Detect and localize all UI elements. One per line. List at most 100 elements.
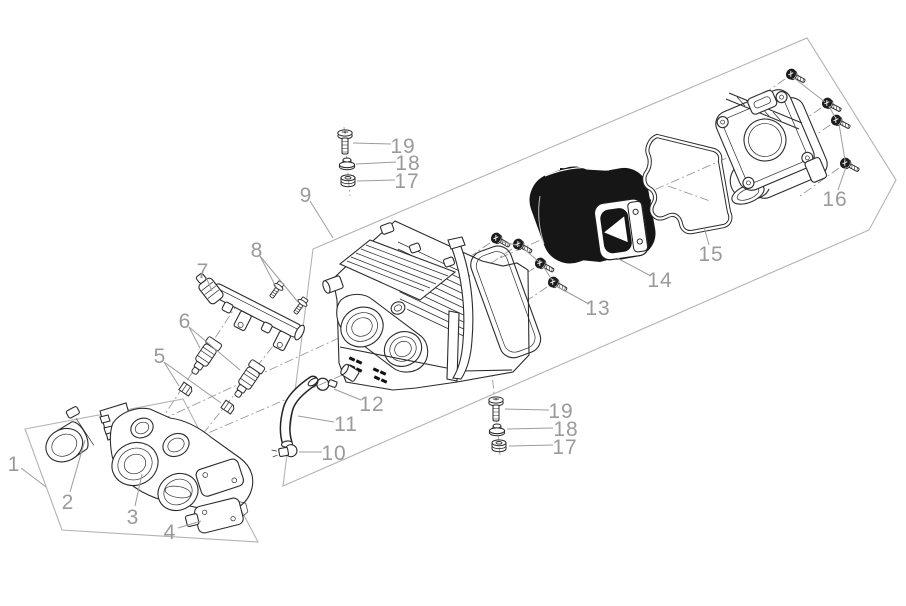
callout-4: 4 bbox=[164, 521, 177, 544]
centerline bbox=[667, 185, 711, 202]
callout-16: 16 bbox=[822, 188, 847, 211]
leader-line bbox=[333, 388, 362, 401]
grommet-glyph bbox=[491, 439, 507, 453]
leader-line bbox=[134, 473, 143, 507]
callout-8: 8 bbox=[251, 239, 264, 262]
air-cleaner-case bbox=[322, 220, 542, 391]
leader-line bbox=[259, 255, 277, 288]
callout-2: 2 bbox=[62, 491, 75, 514]
case-left-spigot bbox=[322, 275, 344, 294]
case-front-stub bbox=[390, 301, 406, 315]
leader-line bbox=[838, 123, 846, 161]
callout-19: 19 bbox=[390, 135, 415, 158]
callout-10: 10 bbox=[321, 442, 346, 465]
screw-glyph bbox=[838, 156, 862, 176]
leader-line bbox=[504, 408, 550, 411]
shoulder-screw-glyph bbox=[337, 129, 353, 155]
screw-glyph bbox=[784, 67, 808, 87]
leader-line bbox=[522, 247, 540, 263]
cover-clamp-bracket bbox=[747, 89, 778, 115]
callout-5: 5 bbox=[154, 345, 167, 368]
callout-17: 17 bbox=[394, 170, 419, 193]
callout-18: 18 bbox=[553, 418, 578, 441]
clip-glyph bbox=[178, 381, 194, 397]
centerline bbox=[461, 242, 491, 263]
leader-line bbox=[177, 520, 202, 529]
throttle-position-sensor bbox=[195, 458, 245, 497]
throttle-bore-1 bbox=[111, 441, 159, 487]
leader-line bbox=[616, 257, 652, 277]
callout-1: 1 bbox=[8, 453, 21, 476]
case-filter-flange bbox=[470, 245, 542, 359]
spacer-glyph bbox=[338, 157, 356, 171]
grommet-glyph bbox=[340, 174, 356, 188]
leader-line bbox=[259, 255, 299, 303]
leader-line bbox=[188, 326, 241, 371]
screw-glyph bbox=[511, 236, 535, 257]
leader-line bbox=[506, 427, 554, 430]
fuel-rail bbox=[195, 273, 305, 351]
leader-line bbox=[828, 105, 837, 120]
bolt-glyph bbox=[266, 279, 287, 301]
leader-line bbox=[20, 467, 47, 488]
leader-line bbox=[837, 166, 847, 191]
callout-11: 11 bbox=[334, 413, 358, 436]
callout-18: 18 bbox=[395, 152, 420, 175]
leader-line bbox=[703, 226, 710, 246]
injector-glyph bbox=[229, 358, 266, 402]
pressure-regulator bbox=[195, 273, 224, 305]
leader-line bbox=[205, 276, 213, 292]
throttle-bore-2 bbox=[157, 472, 199, 512]
callout-12: 12 bbox=[359, 393, 384, 416]
throttle-inlet-stub-1 bbox=[130, 417, 154, 439]
leader-line bbox=[188, 326, 201, 349]
callout-6: 6 bbox=[179, 310, 192, 333]
throttle-body-assembly bbox=[45, 402, 254, 534]
shoulder-screw-glyph bbox=[488, 396, 504, 422]
centerline bbox=[518, 286, 548, 307]
centerline bbox=[505, 267, 535, 288]
breather-hose bbox=[271, 375, 338, 458]
injector-glyph bbox=[186, 335, 223, 379]
spacer-glyph bbox=[488, 423, 506, 437]
leader-line bbox=[356, 179, 396, 182]
leader-line bbox=[163, 361, 180, 387]
centerline bbox=[483, 248, 513, 269]
leader-line bbox=[163, 361, 222, 404]
screw-glyph bbox=[829, 113, 853, 133]
centerline bbox=[799, 167, 840, 197]
callout-15: 15 bbox=[698, 243, 723, 266]
screw-glyph bbox=[533, 255, 557, 276]
air-filter-element bbox=[529, 166, 656, 264]
leader-line bbox=[297, 415, 335, 423]
air-inlet-cover bbox=[715, 89, 828, 205]
cover-side-tab bbox=[804, 156, 828, 183]
callout-13: 13 bbox=[585, 297, 610, 320]
callout-9: 9 bbox=[300, 184, 313, 207]
callout-17: 17 bbox=[552, 436, 577, 459]
leader-line bbox=[69, 439, 86, 493]
clip-glyph bbox=[220, 399, 236, 415]
leader-line bbox=[508, 444, 554, 447]
case-top-tabs bbox=[380, 222, 456, 268]
hose-clamp-lower bbox=[271, 444, 298, 458]
callout-19: 19 bbox=[548, 400, 573, 423]
callout-14: 14 bbox=[647, 269, 672, 292]
leader-line bbox=[309, 200, 334, 239]
cover-corner-bosses bbox=[716, 91, 814, 189]
callout-7: 7 bbox=[197, 260, 210, 283]
case-drain-spigot bbox=[340, 363, 360, 382]
intake-duct bbox=[45, 406, 95, 463]
leader-line bbox=[793, 77, 826, 103]
leader-line bbox=[542, 265, 553, 281]
callout-3: 3 bbox=[127, 506, 140, 529]
leader-line bbox=[355, 161, 397, 165]
leader-line bbox=[352, 142, 392, 145]
throttle-body-group-boundary bbox=[24, 398, 259, 543]
leader-line bbox=[498, 240, 521, 247]
hose-clamp-upper bbox=[316, 377, 338, 391]
filter-end-cap bbox=[593, 198, 649, 261]
